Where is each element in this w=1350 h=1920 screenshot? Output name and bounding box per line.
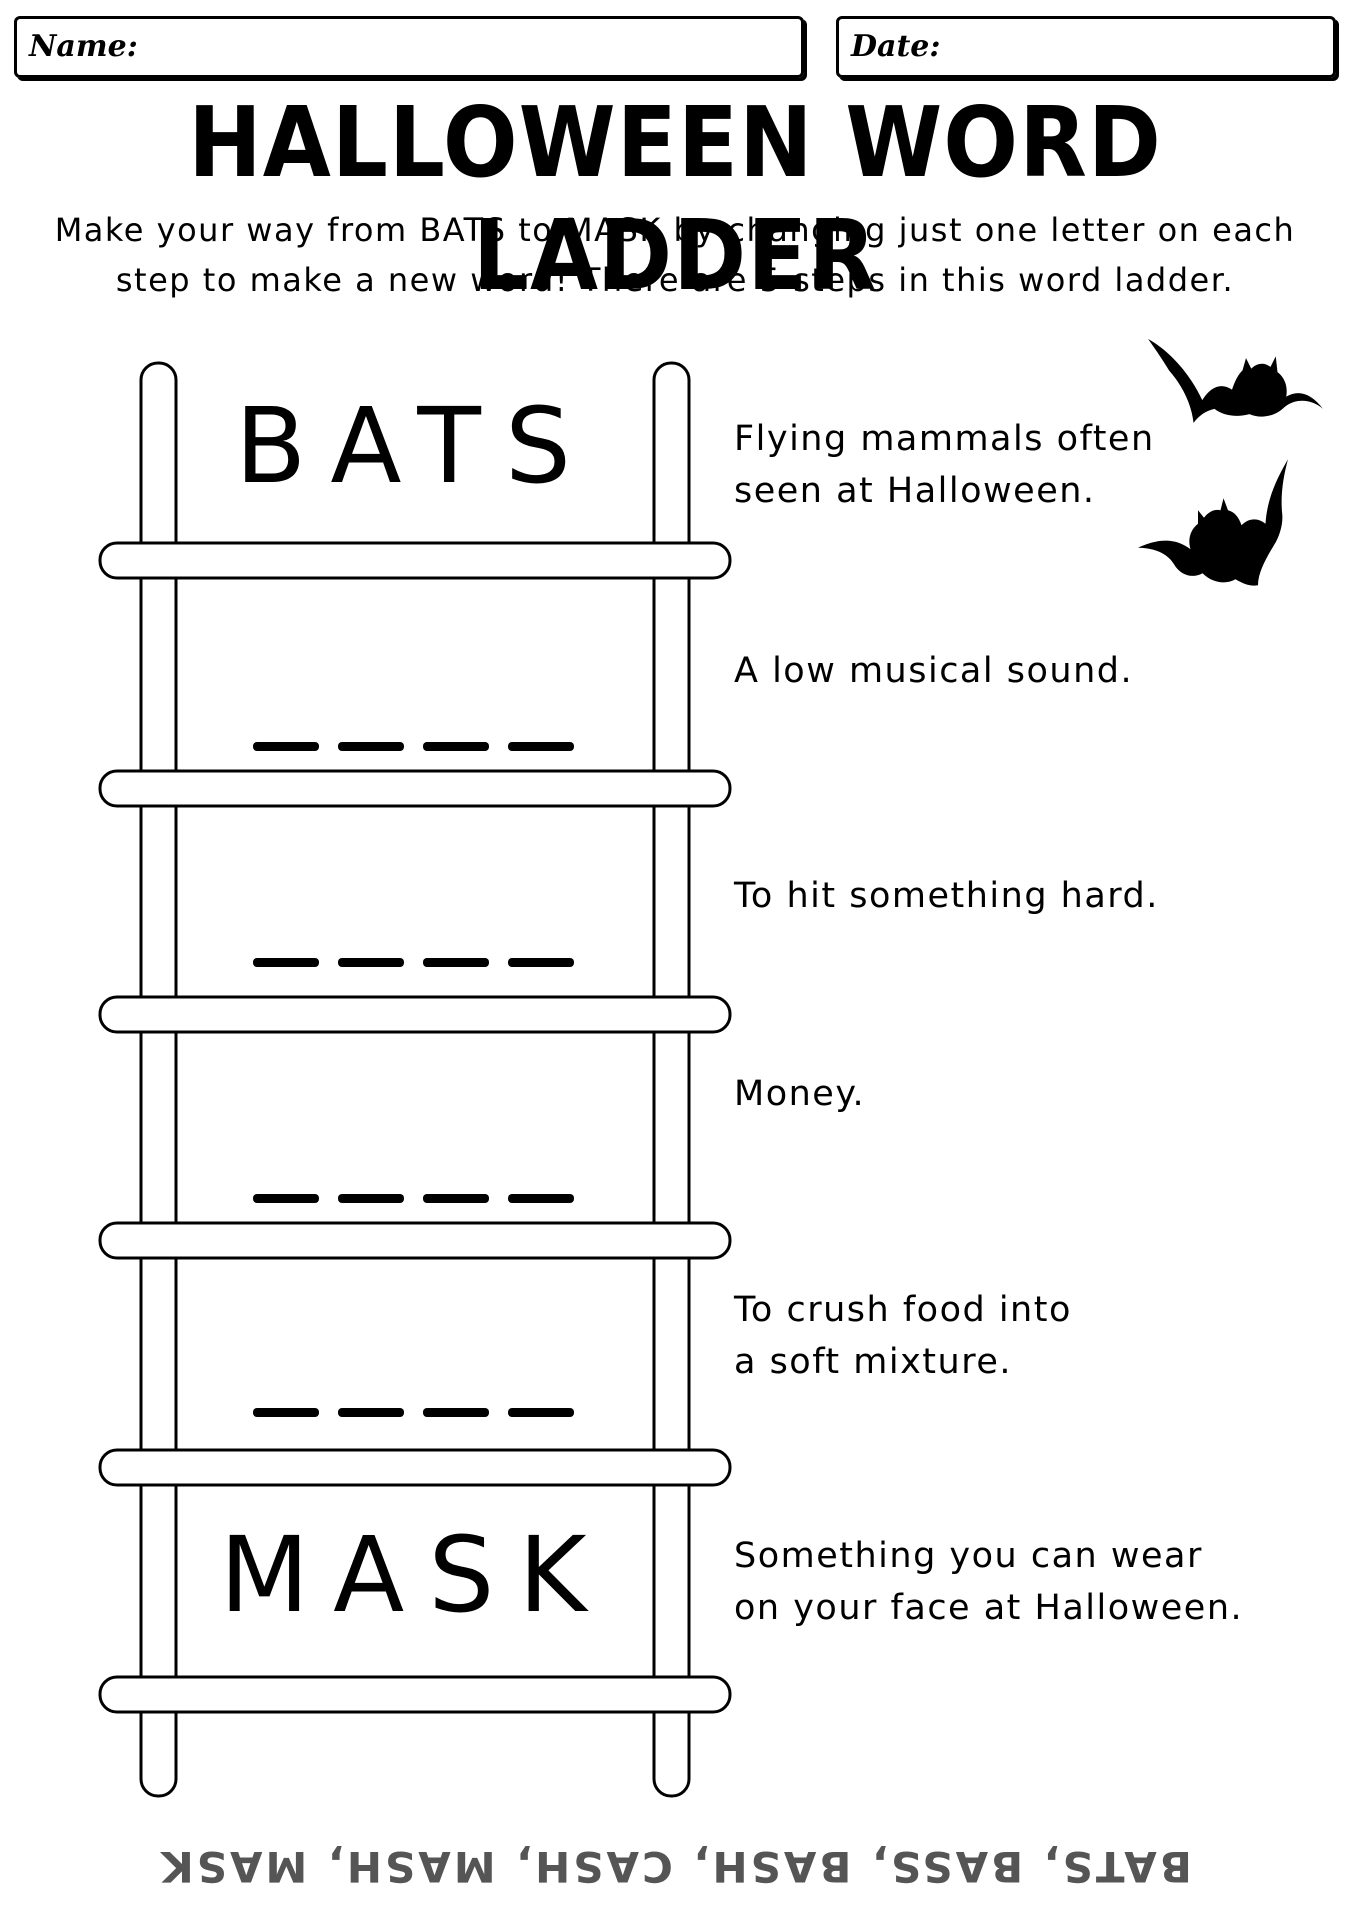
clue-4: Money. <box>734 1074 866 1114</box>
ladder-rung <box>98 995 732 1034</box>
clue-1: Flying mammals often seen at Halloween. <box>734 419 1155 511</box>
letter-blank[interactable] <box>508 1194 574 1203</box>
letter-blank[interactable] <box>253 1408 319 1417</box>
clue-2: A low musical sound. <box>734 651 1134 691</box>
clue-3: To hit something hard. <box>734 876 1159 916</box>
letter-blank[interactable] <box>253 742 319 751</box>
answer-key: BATS, BASS, BASH, CASH, MASH, MASK <box>158 1842 1192 1891</box>
ladder-rail-right <box>652 361 691 1798</box>
letter-blank[interactable] <box>423 742 489 751</box>
ladder-rung <box>98 1675 732 1714</box>
letter-blank[interactable] <box>338 742 404 751</box>
letter-blank[interactable] <box>338 1194 404 1203</box>
letter-blank[interactable] <box>423 1408 489 1417</box>
clue-6: Something you can wear on your face at H… <box>734 1536 1244 1628</box>
ladder-rung <box>98 541 732 580</box>
letter-blank[interactable] <box>253 958 319 967</box>
end-word: MASK <box>219 1514 611 1636</box>
letter-blank[interactable] <box>338 958 404 967</box>
instructions: Make your way from BATS to MASK by chang… <box>54 211 1296 299</box>
letter-blank[interactable] <box>508 742 574 751</box>
letter-blank[interactable] <box>423 958 489 967</box>
name-label: Name: <box>29 29 138 64</box>
name-field[interactable]: Name: <box>14 16 804 78</box>
letter-blank[interactable] <box>423 1194 489 1203</box>
letter-blank[interactable] <box>508 958 574 967</box>
ladder-rail-left <box>139 361 178 1798</box>
letter-blank[interactable] <box>338 1408 404 1417</box>
letter-blank[interactable] <box>508 1408 574 1417</box>
bat-icon <box>1138 459 1288 586</box>
ladder-rung <box>98 1448 732 1487</box>
ladder-rungs <box>98 541 732 1714</box>
date-field[interactable]: Date: <box>836 16 1336 78</box>
start-word: BATS <box>235 385 595 507</box>
page-title: HALLOWEEN WORD LADDER <box>188 85 1162 313</box>
letter-blank[interactable] <box>253 1194 319 1203</box>
bat-icon <box>1148 338 1323 423</box>
ladder-rung <box>98 1221 732 1260</box>
ladder-rung <box>98 769 732 808</box>
date-label: Date: <box>851 29 941 64</box>
answer-blanks <box>253 742 574 1417</box>
clue-5: To crush food into a soft mixture. <box>734 1290 1072 1382</box>
